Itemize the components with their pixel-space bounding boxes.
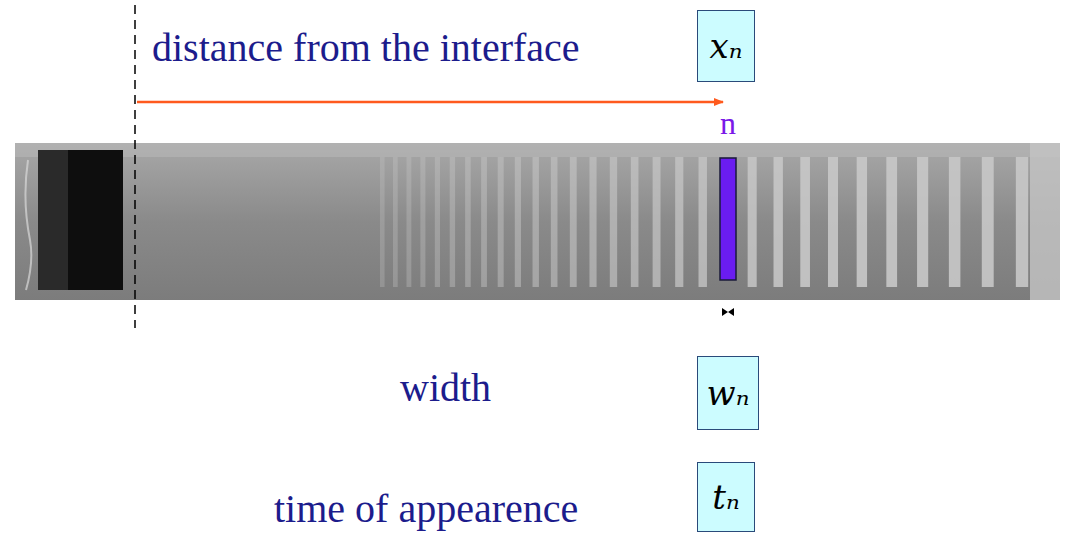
band-stripe <box>533 157 539 287</box>
width-label: width <box>400 366 491 410</box>
interface-line <box>134 5 136 328</box>
band-stripe <box>465 157 471 287</box>
variable-box: tₙ <box>697 462 755 532</box>
band-stripe <box>857 157 867 287</box>
band-stripe <box>481 157 487 287</box>
electrolyte-region <box>38 150 68 290</box>
band-stripe <box>435 157 440 287</box>
band-index: n <box>720 106 736 141</box>
distance-arrow <box>137 101 723 104</box>
band-stripe <box>748 157 757 287</box>
band-stripe <box>393 157 398 287</box>
liesegang-bands <box>380 157 1028 287</box>
band-stripe <box>570 157 577 287</box>
time-label: time of appearence <box>274 487 578 531</box>
band-stripe <box>450 157 455 287</box>
band-stripe <box>828 157 838 287</box>
axis-label: distance from the interface <box>152 26 580 70</box>
band-stripe <box>774 157 783 287</box>
band-stripe <box>631 157 639 287</box>
band-stripe <box>1016 157 1028 287</box>
band-stripe <box>982 157 994 287</box>
variable-box: xₙ <box>697 10 755 82</box>
band-stripe <box>406 157 411 287</box>
variable-box: wₙ <box>697 356 759 430</box>
band-stripe <box>800 157 810 287</box>
highlighted-band <box>720 158 736 280</box>
band-stripe <box>653 157 661 287</box>
variable-symbol: wₙ <box>707 376 750 410</box>
band-stripe <box>551 157 558 287</box>
variable-symbol: xₙ <box>710 29 743 63</box>
gel-tube <box>15 143 1060 300</box>
band-stripe <box>698 157 706 287</box>
band-stripe <box>886 157 897 287</box>
band-stripe <box>610 157 617 287</box>
variable-symbol: tₙ <box>712 480 739 514</box>
band-stripe <box>949 157 961 287</box>
width-marker <box>722 308 734 316</box>
band-stripe <box>917 157 928 287</box>
band-stripe <box>515 157 521 287</box>
band-stripe <box>380 157 385 287</box>
band-stripe <box>498 157 504 287</box>
band-stripe <box>589 157 596 287</box>
band-stripe <box>675 157 683 287</box>
band-stripe <box>420 157 425 287</box>
